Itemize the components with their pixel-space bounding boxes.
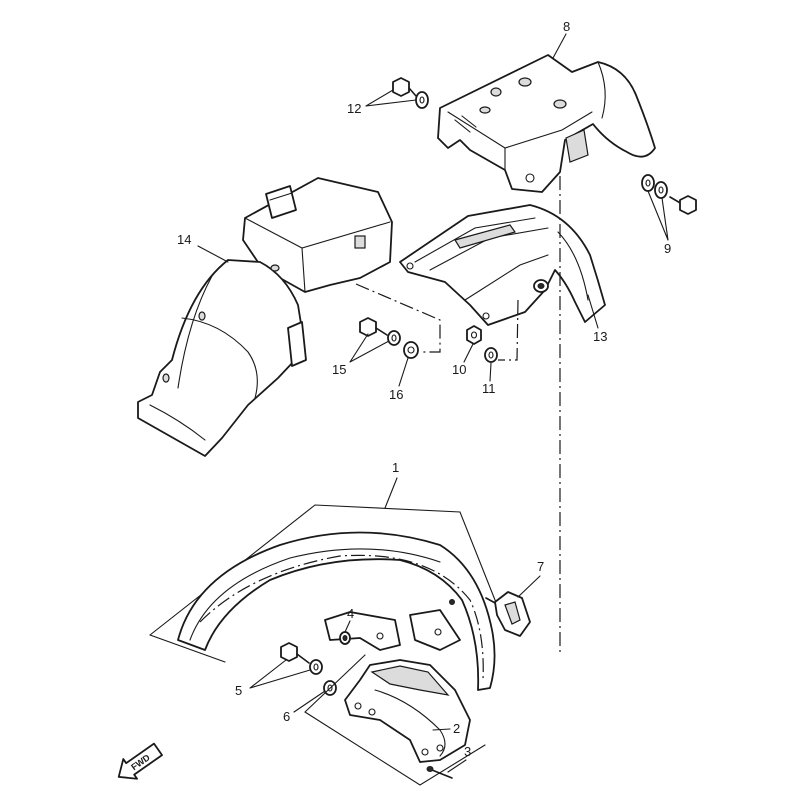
assembly-lines xyxy=(355,176,561,655)
callout-14: 14 xyxy=(177,232,191,247)
part-4-washer xyxy=(339,631,351,645)
part-9-bolt-washers xyxy=(641,174,697,215)
callout-5: 5 xyxy=(235,683,242,698)
callout-12: 12 xyxy=(347,101,361,116)
callout-11: 11 xyxy=(482,381,496,396)
part-12-bolt-washer xyxy=(392,77,429,109)
part-8-rear-cover xyxy=(437,54,656,193)
part-14-inner-fender xyxy=(137,177,393,457)
callout-8: 8 xyxy=(563,19,570,34)
part-10-nut xyxy=(466,325,482,345)
callouts: 1 2 3 4 5 6 7 8 9 10 11 12 13 14 15 16 xyxy=(177,19,671,759)
callout-2: 2 xyxy=(453,721,460,736)
callout-1: 1 xyxy=(392,460,399,475)
part-2-fender-stay xyxy=(304,654,486,786)
part-5-bolt-washer xyxy=(280,642,323,675)
part-3-screw xyxy=(426,766,453,779)
callout-6: 6 xyxy=(283,709,290,724)
callout-3: 3 xyxy=(464,744,471,759)
callout-13: 13 xyxy=(593,329,607,344)
fwd-arrow-icon: FWD xyxy=(117,742,163,780)
leader-lines xyxy=(197,33,669,773)
part-15-bolt-washer xyxy=(359,317,401,346)
callout-4: 4 xyxy=(347,606,354,621)
callout-7: 7 xyxy=(537,559,544,574)
part-16-washer xyxy=(403,341,419,359)
part-13-fender-bracket xyxy=(399,204,606,326)
part-7-bracket xyxy=(485,591,531,637)
callout-16: 16 xyxy=(389,387,403,402)
callout-15: 15 xyxy=(332,362,346,377)
part-1-rear-fender xyxy=(149,504,498,691)
callout-10: 10 xyxy=(452,362,466,377)
part-11-washer xyxy=(484,347,498,363)
callout-9: 9 xyxy=(664,241,671,256)
